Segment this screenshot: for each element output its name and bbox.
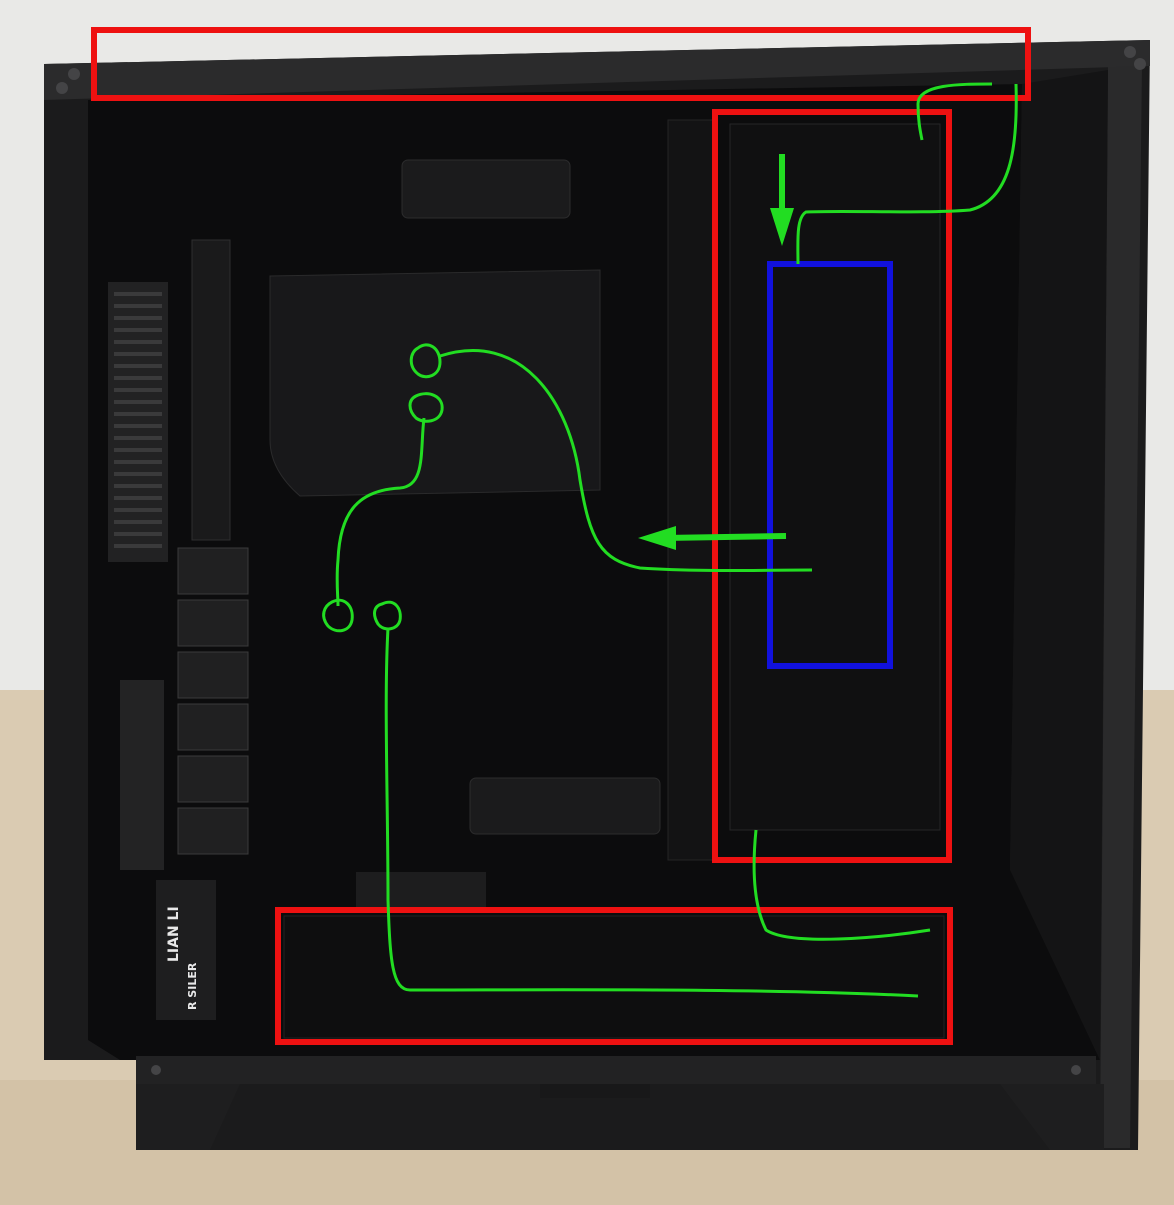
case-screws <box>56 46 1146 1075</box>
psu-shroud <box>283 915 945 1039</box>
top-radiator-zone <box>91 27 1031 101</box>
front-panel-inner <box>1010 70 1108 1060</box>
io-shield-rail <box>191 239 231 541</box>
pc-case: LIAN LI R SILER <box>44 40 1150 1150</box>
brand-badge: LIAN LI R SILER <box>156 880 216 1020</box>
tube-cpu-in <box>335 417 426 607</box>
psu-cables <box>356 872 486 912</box>
bottom-radiator-zone <box>275 907 953 1045</box>
left-arrow <box>638 526 787 550</box>
side-radiator-zone <box>712 109 952 863</box>
tube-side-to-bottom <box>752 829 931 941</box>
bottom-cable-cutout <box>469 777 661 835</box>
tube-top-loop <box>916 82 993 141</box>
drive-bay-plate <box>729 123 941 831</box>
tube-top-to-reservoir <box>796 83 1018 265</box>
cpu-backplate-cutout <box>269 269 601 497</box>
tube-gpu-to-bottom <box>384 627 919 998</box>
brand-badge-line2: R SILER <box>186 962 199 1010</box>
top-rail <box>44 40 1150 100</box>
top-cable-cutout <box>401 159 571 219</box>
front-panel-pillar <box>1100 60 1142 1148</box>
left-grommet-strip <box>667 119 715 861</box>
down-arrow <box>770 154 794 246</box>
reservoir-zone <box>767 261 893 669</box>
fitting-gpu-right <box>373 600 402 631</box>
fitting-gpu-left <box>322 598 354 633</box>
center-foot <box>540 1084 650 1098</box>
expansion-slot-covers <box>177 547 249 855</box>
front-foot <box>1000 1084 1104 1150</box>
fitting-cpu-top <box>409 343 442 379</box>
brand-badge-line1: LIAN LI <box>166 906 182 962</box>
bottom-rail <box>136 1056 1096 1084</box>
fitting-cpu-bottom <box>408 392 444 423</box>
rear-foot <box>136 1084 240 1150</box>
rear-vent-holes <box>114 292 162 548</box>
rear-vent-bottom <box>120 680 164 870</box>
annotation-layer <box>91 27 1031 1045</box>
tube-cpu-out <box>439 349 813 572</box>
